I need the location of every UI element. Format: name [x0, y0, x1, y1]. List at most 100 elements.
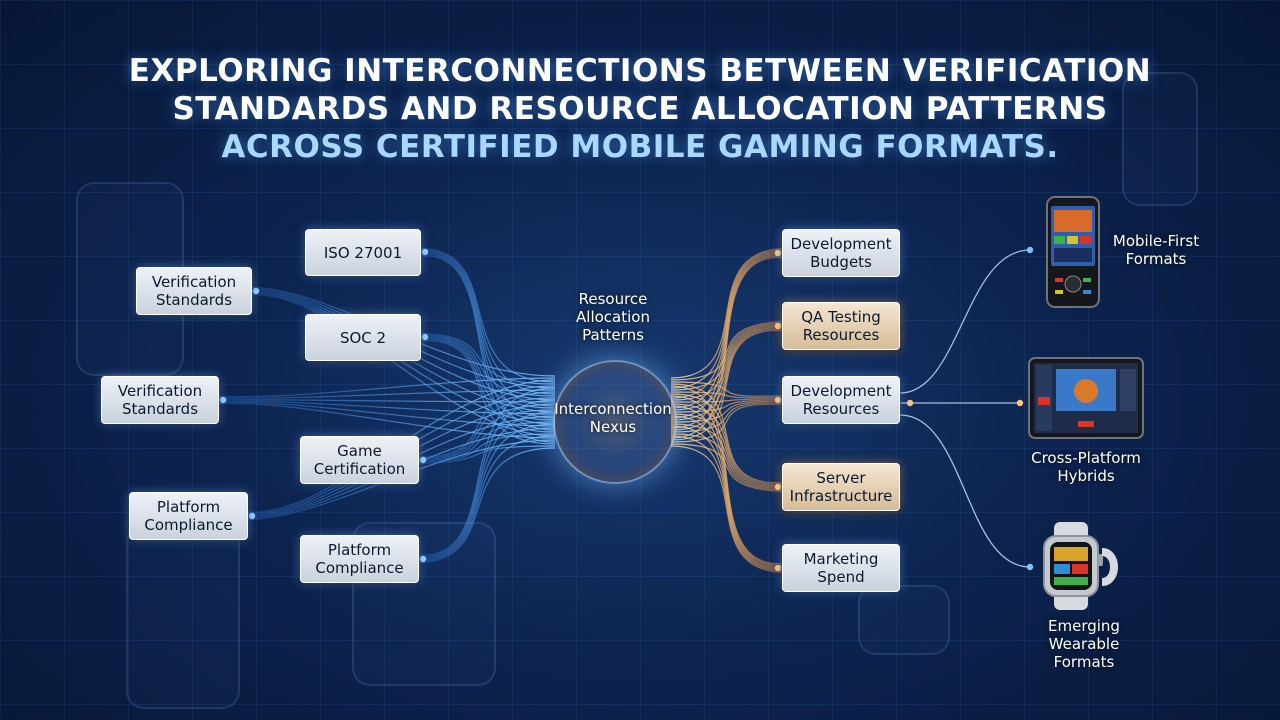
resource-allocation-patterns-label: Resource Allocation Patterns	[576, 290, 650, 344]
link-right-0-3	[670, 252, 783, 409]
link-right-3-3	[670, 413, 783, 488]
link-right-1-4	[670, 326, 783, 421]
link-left-3-4	[420, 253, 556, 431]
link-right-4-5	[670, 435, 783, 572]
link-left-6-4	[418, 435, 556, 562]
link-right-0-0	[670, 247, 783, 379]
link-node-left-5	[419, 456, 427, 464]
smartwatch-icon	[1043, 522, 1118, 610]
link-right-2-5	[670, 402, 783, 433]
link-node-right-3	[774, 483, 782, 491]
link-right-2-6	[670, 403, 783, 443]
link-left-6-0	[418, 387, 556, 556]
title-line-2: STANDARDS AND RESOURCE ALLOCATION PATTER…	[172, 91, 1108, 127]
link-left-6-1	[418, 399, 556, 558]
link-right-2-2	[670, 397, 783, 403]
link-left-5-2	[418, 409, 556, 460]
link-left-3-3	[420, 252, 556, 419]
link-right-1-3	[670, 325, 783, 411]
link-left-4-4	[420, 338, 556, 433]
link-right-0-4	[670, 253, 783, 419]
link-right-0-5	[670, 255, 783, 429]
link-node-right-0	[774, 249, 782, 257]
link-left-5-1	[418, 397, 556, 459]
link-left-5-4	[418, 433, 556, 463]
link-right-4-1	[670, 395, 783, 566]
link-right-4-6	[670, 445, 783, 574]
link-node-left-3	[421, 248, 429, 256]
link-right-2-3	[670, 399, 783, 413]
link-right-1-1	[670, 322, 783, 391]
link-node-left-6	[419, 555, 427, 563]
tablet-icon	[1028, 357, 1144, 439]
diagram-title: EXPLORING INTERCONNECTIONS BETWEEN VERIF…	[0, 52, 1280, 166]
link-right-0-1	[670, 249, 783, 389]
link-right-4-3	[670, 415, 783, 569]
link-node-left-2	[248, 512, 256, 520]
link-right-1-6	[670, 329, 783, 441]
link-right-0-2	[670, 250, 783, 399]
node-soc-2[interactable]: SOC 2	[305, 314, 421, 361]
link-right-1-2	[670, 323, 783, 401]
link-right-1-5	[670, 328, 783, 431]
link-node-right-4	[774, 564, 782, 572]
link-right-4-0	[670, 385, 783, 565]
link-right-3-4	[670, 423, 783, 490]
ghost-panel-right-top	[1122, 72, 1198, 206]
link-node-right-1	[774, 322, 782, 330]
ghost-panel-right-bottom	[858, 585, 950, 655]
title-line-1: EXPLORING INTERCONNECTIONS BETWEEN VERIF…	[128, 53, 1152, 89]
link-right-3-1	[670, 393, 783, 485]
link-left-3-2	[420, 250, 556, 407]
link-node-left-1	[219, 396, 227, 404]
link-left-3-1	[420, 249, 556, 395]
ghost-tablet-bottom-left	[126, 525, 240, 709]
link-left-4-5	[420, 340, 556, 445]
format-label-cross-platform: Cross-Platform Hybrids	[1031, 449, 1141, 485]
link-left-4-2	[420, 335, 556, 409]
link-right-2-1	[670, 391, 783, 399]
smartphone-icon	[1046, 196, 1100, 308]
link-left-5-0	[418, 385, 556, 457]
title-line-3: ACROSS CERTIFIED MOBILE GAMING FORMATS.	[221, 129, 1059, 165]
link-right-2-0	[670, 381, 783, 397]
link-right-1-0	[670, 320, 783, 381]
link-node-wearable	[1026, 563, 1034, 571]
link-right-4-4	[670, 425, 783, 571]
link-node-mobile-first	[1026, 246, 1034, 254]
link-right-2-4	[670, 400, 783, 423]
interconnection-nexus	[553, 360, 677, 484]
format-label-mobile-first: Mobile-First Formats	[1112, 232, 1200, 268]
link-right-3-2	[670, 403, 783, 487]
link-right-3-5	[670, 433, 783, 491]
link-left-5-3	[418, 421, 556, 462]
link-node-cross-platform	[1016, 399, 1024, 407]
link-node-left-0	[252, 287, 260, 295]
link-left-1-0	[218, 377, 556, 398]
link-left-6-5	[418, 447, 556, 564]
link-node-right-2	[774, 396, 782, 404]
link-left-3-5	[420, 255, 556, 443]
node-iso-27001[interactable]: ISO 27001	[305, 229, 421, 276]
link-left-6-2	[418, 411, 556, 559]
link-right-0-6	[670, 256, 783, 439]
link-node-dev-resources-out	[906, 399, 914, 407]
link-to-wearable	[899, 414, 1031, 568]
link-left-3-0	[420, 247, 556, 383]
format-label-wearable: Emerging Wearable Formats	[1048, 617, 1120, 671]
link-right-3-0	[670, 383, 783, 484]
link-left-4-1	[420, 334, 556, 397]
link-node-left-4	[421, 333, 429, 341]
link-to-mobile-first	[899, 249, 1031, 394]
